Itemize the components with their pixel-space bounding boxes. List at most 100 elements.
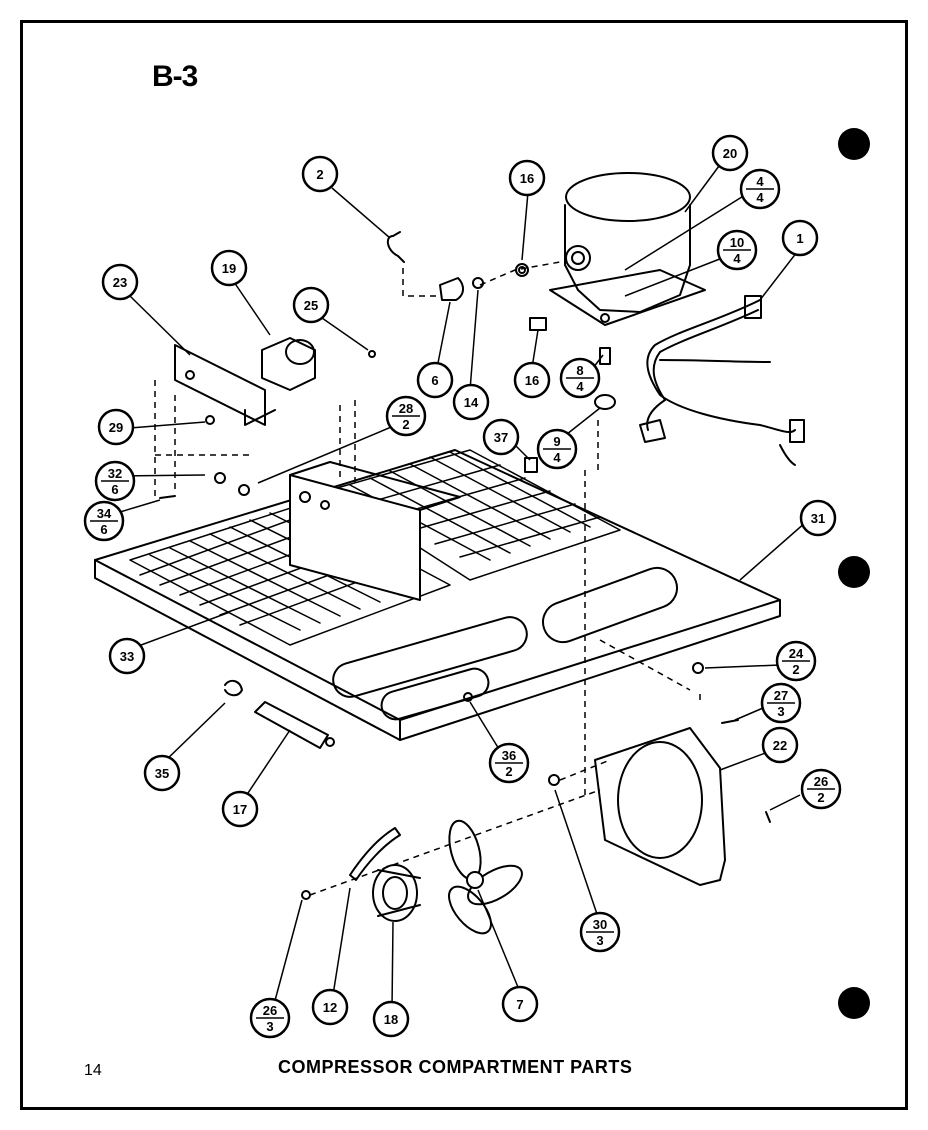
callout-number: 35 [155,766,169,781]
callout-quantity: 3 [266,1019,273,1034]
callout-circle [781,219,819,257]
callout-number: 8 [576,363,583,378]
callout-circle [97,408,135,446]
callout-number: 6 [431,373,438,388]
callout-number: 27 [774,688,788,703]
callout-circle [101,263,139,301]
callout-c19: 19 [210,249,248,287]
drier-clip-part [224,679,243,697]
callout-circle [221,790,259,828]
callout-c31: 31 [799,499,837,537]
callout-number: 32 [108,466,122,481]
callout-c1: 1 [781,219,819,257]
figure-caption: COMPRESSOR COMPARTMENT PARTS [278,1057,633,1077]
callout-quantity: 2 [792,662,799,677]
callout-circle [711,134,749,172]
callout-circle [482,418,520,456]
callout-c28_2: 228 [385,395,427,437]
fan-blade-part [448,819,523,935]
callout-number: 9 [553,434,560,449]
callout-c25: 25 [292,286,330,324]
callout-circle [452,383,490,421]
callout-c9_4: 49 [536,428,578,470]
callout-circle [416,361,454,399]
callout-circle [210,249,248,287]
callout-number: 1 [796,231,803,246]
callout-quantity: 4 [553,450,561,465]
small-hardware [159,231,771,900]
callout-c33: 33 [108,637,146,675]
page-number: 14 [84,1062,102,1079]
callout-circle [311,988,349,1026]
callout-c17: 17 [221,790,259,828]
callout-number: 37 [494,430,508,445]
binder-hole-bottom [838,987,870,1019]
callout-circle [761,726,799,764]
divider-plate-part [289,461,461,601]
callout-number: 2 [316,167,323,182]
callout-c2: 2 [301,155,339,193]
callout-number: 14 [464,395,479,410]
callout-quantity: 6 [111,482,118,497]
page-title: B-3 [152,60,198,93]
callout-circle [799,499,837,537]
callout-c14: 14 [452,383,490,421]
page-border [20,20,908,1110]
callout-c16b: 16 [513,361,551,399]
callout-c6: 6 [416,361,454,399]
control-bracket-part [174,344,276,426]
callout-number: 18 [384,1012,398,1027]
callout-number: 12 [323,1000,337,1015]
callout-number: 16 [525,373,539,388]
callout-quantity: 2 [505,764,512,779]
callout-c32_6: 632 [94,460,136,502]
callout-circle [301,155,339,193]
callout-c18: 18 [372,1000,410,1038]
callout-c26_2: 226 [800,768,842,810]
compressor-part [549,172,706,326]
callout-c16a: 16 [508,159,546,197]
callout-number: 34 [97,506,112,521]
callout-c10_4: 410 [716,229,758,271]
callout-number: 19 [222,261,236,276]
callout-number: 26 [814,774,828,789]
callout-number: 31 [811,511,825,526]
callout-circle [508,159,546,197]
relay-part [261,337,316,391]
callout-number: 23 [113,275,127,290]
callout-number: 20 [723,146,737,161]
wiring-harness-part [639,295,805,466]
callout-c12: 12 [311,988,349,1026]
callout-c24_2: 224 [775,640,817,682]
callout-circle [501,985,539,1023]
callout-number: 29 [109,420,123,435]
callout-number: 28 [399,401,413,416]
callout-quantity: 3 [596,933,603,948]
callout-c8_4: 48 [559,357,601,399]
callout-number: 4 [756,174,764,189]
callout-number: 10 [730,235,744,250]
callout-c22: 22 [761,726,799,764]
callout-c34_6: 634 [83,500,125,542]
callout-quantity: 2 [402,417,409,432]
callout-quantity: 4 [576,379,584,394]
base-pan-part [94,449,781,741]
callout-c36_2: 236 [488,742,530,784]
callout-c7: 7 [501,985,539,1023]
fan-motor-part [372,864,421,922]
callout-c30_3: 330 [579,911,621,953]
assembly-lines [154,261,701,896]
callout-number: 16 [520,171,534,186]
fan-bracket-part [349,827,401,881]
callout-circle [143,754,181,792]
callout-c4_4: 44 [739,168,781,210]
fan-shroud-part [594,727,726,886]
callout-number: 22 [773,738,787,753]
callout-quantity: 6 [100,522,107,537]
callout-c27_3: 327 [760,682,802,724]
callout-c26_3: 326 [249,997,291,1039]
callout-number: 24 [789,646,804,661]
callout-number: 36 [502,748,516,763]
